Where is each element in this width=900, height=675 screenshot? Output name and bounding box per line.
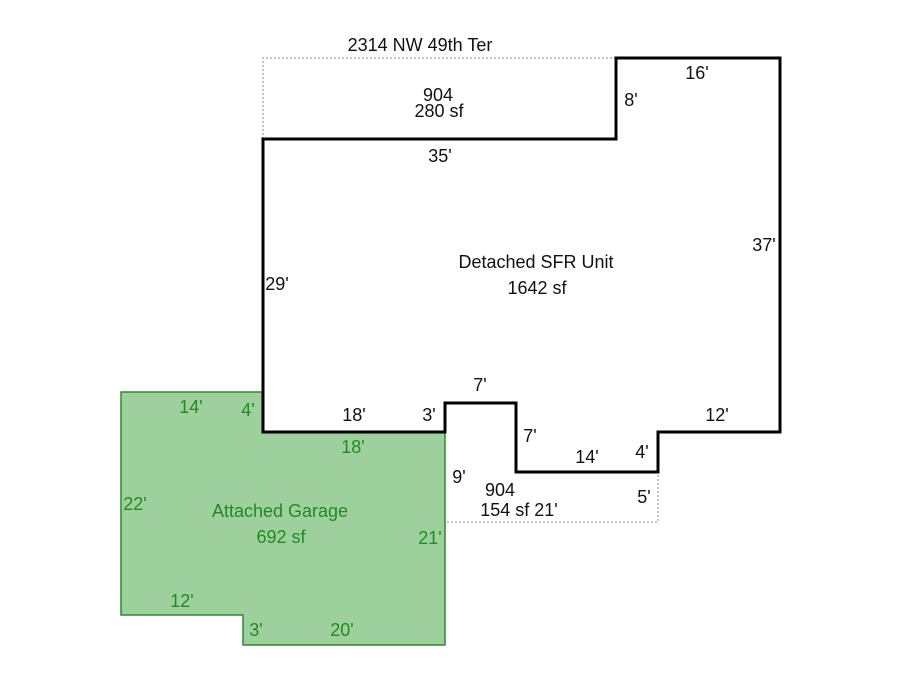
dim-bottom-left: 18' (342, 405, 365, 425)
dim-right-side: 37' (752, 235, 775, 255)
main-unit-area: 1642 sf (507, 278, 567, 298)
garage-name: Attached Garage (212, 501, 348, 521)
main-unit-outline (261, 56, 782, 474)
dim-lower-left: 9' (452, 467, 465, 487)
dim-main-top: 35' (428, 146, 451, 166)
upper-area-size: 280 sf (414, 101, 464, 121)
dim-notch-top: 7' (473, 375, 486, 395)
dim-step-bottom: 4' (635, 442, 648, 462)
dim-top-right: 16' (685, 63, 708, 83)
garage-dim-left: 22' (123, 494, 146, 514)
garage-dim-bottom-step: 3' (249, 620, 262, 640)
dim-step-top: 8' (624, 90, 637, 110)
upper-area-outline (262, 57, 616, 139)
garage-dim-top: 14' (179, 397, 202, 417)
dim-left-side: 29' (265, 274, 288, 294)
upper-area-code: 904 (423, 85, 453, 105)
dim-notch-right: 7' (523, 426, 536, 446)
dim-bottom-mid: 14' (575, 447, 598, 467)
dim-bottom-right: 12' (705, 405, 728, 425)
garage-dim-top-step: 4' (241, 400, 254, 420)
lower-area-code: 904 (485, 480, 515, 500)
garage-area: 692 sf (256, 527, 306, 547)
address-label: 2314 NW 49th Ter (348, 35, 493, 55)
garage-dim-right: 21' (418, 528, 441, 548)
dim-lower-right: 5' (637, 487, 650, 507)
dim-notch-left: 3' (422, 405, 435, 425)
garage-dim-top-mid: 18' (341, 437, 364, 457)
main-unit-name: Detached SFR Unit (458, 252, 613, 272)
garage-dim-bottom-left: 12' (170, 591, 193, 611)
lower-area-size: 154 sf 21' (480, 500, 558, 520)
garage-dim-bottom: 20' (330, 620, 353, 640)
